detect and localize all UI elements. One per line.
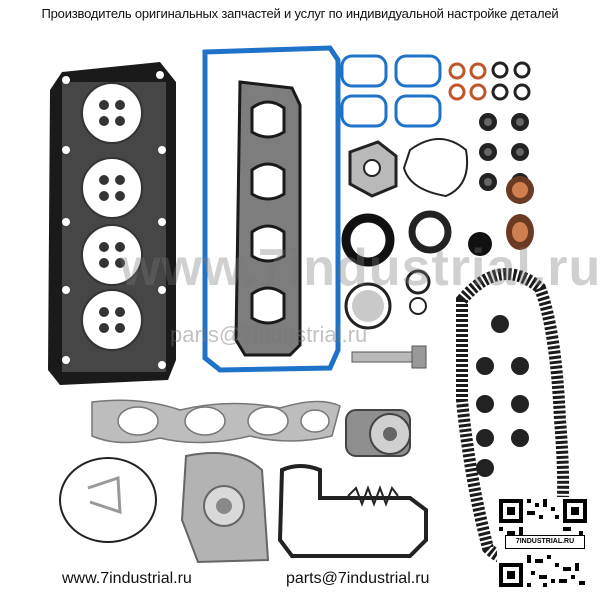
watermark-site: www.7industrial.ru [120, 239, 600, 297]
valve-cover-gasket-icon [202, 45, 341, 373]
bolt-icon [351, 345, 427, 369]
tensioner-icon [345, 409, 411, 457]
oil-seal-icon [479, 113, 534, 250]
timing-belt-icon [456, 268, 570, 570]
intake-gasket-icon [234, 80, 302, 357]
qr-label: 7INDUSTRIAL.RU [505, 535, 585, 549]
watermark-email: parts@7industrial.ru [170, 322, 368, 347]
thermostat-gasket [277, 464, 428, 558]
page-header: Производитель оригинальных запчастей и у… [41, 6, 559, 21]
footer-email-link[interactable]: parts@7industrial.ru [286, 570, 430, 587]
water-pump-icon [180, 452, 270, 564]
spring-icon [347, 485, 399, 507]
bracket-gasket [348, 140, 398, 198]
head-gasket-icon [48, 62, 176, 385]
footer-site-link[interactable]: www.7industrial.ru [62, 570, 192, 587]
product-photo [48, 45, 570, 570]
belt-seals [476, 315, 529, 477]
round-gaskets [341, 138, 492, 330]
o-ring-large [59, 457, 157, 543]
exhaust-gasket-icon [91, 399, 341, 444]
port-gaskets-blue [340, 54, 442, 128]
o-ring-icon [448, 61, 531, 101]
